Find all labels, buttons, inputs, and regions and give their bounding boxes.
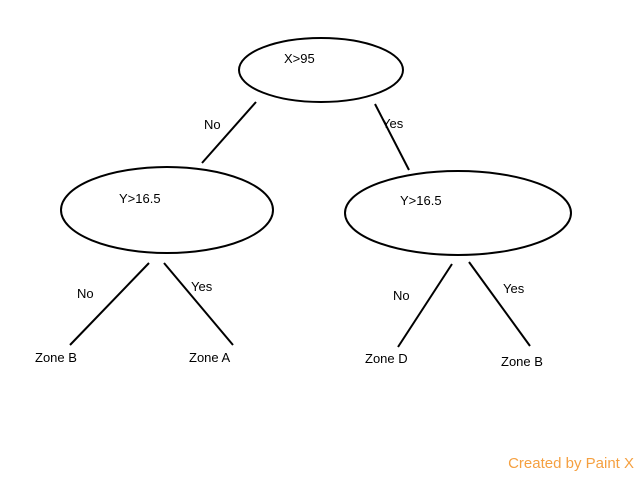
root-edge-yes [374,103,410,171]
leaf-left-no: Zone B [35,350,77,365]
right-node-condition: Y>16.5 [400,193,442,208]
right-edge-no-label: No [393,288,410,303]
leaf-left-yes: Zone A [189,350,231,365]
left-edge-yes [163,262,234,346]
root-node-condition: X>95 [284,51,315,66]
root-edge-no-label: No [204,117,221,132]
right-node-ellipse [344,170,572,256]
watermark-text: Created by Paint X [508,455,634,472]
left-node-ellipse [60,166,274,254]
right-edge-no [397,263,453,348]
leaf-right-yes: Zone B [501,354,543,369]
root-edge-yes-label: Yes [382,116,404,131]
left-edge-yes-label: Yes [191,279,213,294]
root-node-ellipse [238,37,404,103]
left-node-condition: Y>16.5 [119,191,161,206]
leaf-right-no: Zone D [365,351,408,366]
right-edge-yes-label: Yes [503,281,525,296]
root-edge-no [201,101,257,164]
right-edge-yes [468,261,531,347]
left-edge-no-label: No [77,286,94,301]
left-edge-no [69,262,150,346]
